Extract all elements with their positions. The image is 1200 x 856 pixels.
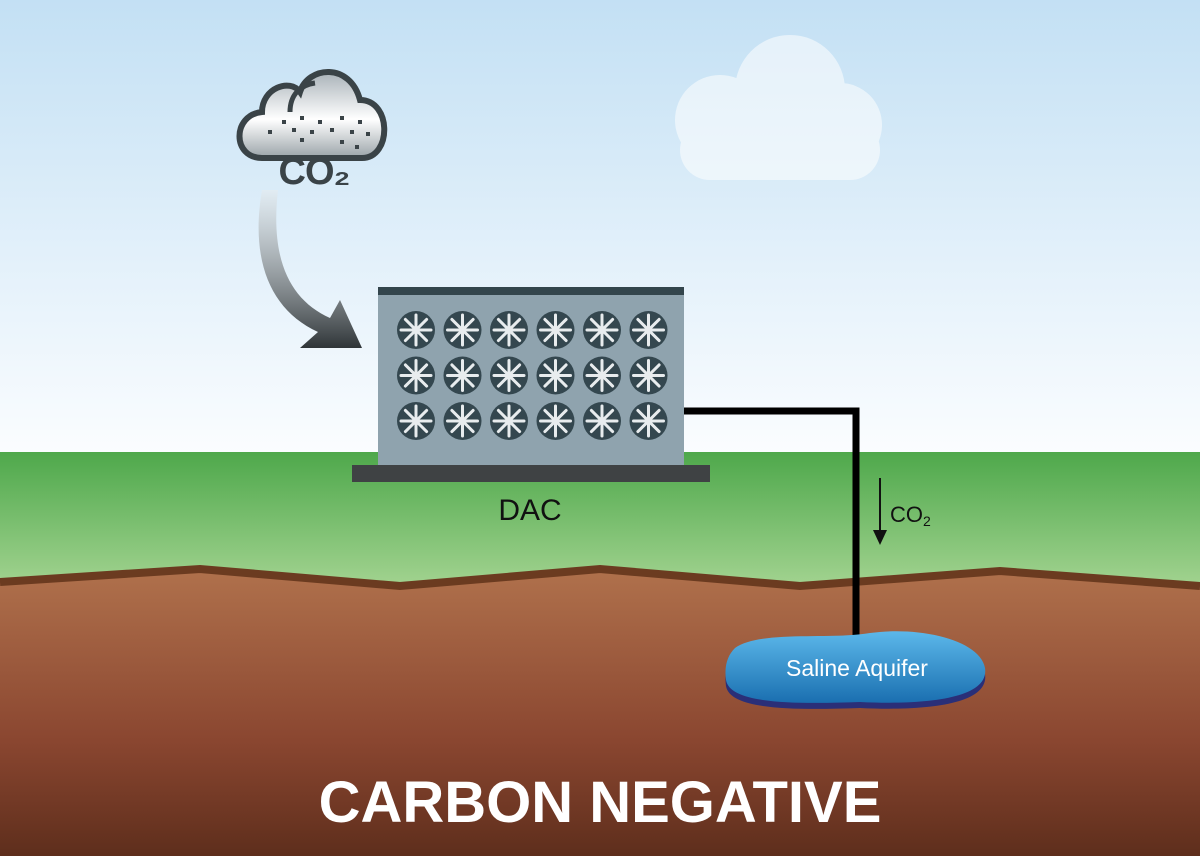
dac-unit [352, 287, 710, 482]
fan-icon [490, 311, 528, 349]
fan-icon [490, 402, 528, 440]
fan-icon [536, 356, 575, 395]
fan-icon [443, 402, 482, 440]
sky-cloud [675, 35, 882, 180]
diagram-title: CARBON NEGATIVE [319, 770, 882, 835]
fan-icon [583, 356, 621, 395]
fan-icon [583, 311, 621, 349]
fan-icon [443, 311, 482, 349]
dac-base [352, 465, 710, 482]
fan-icon [397, 356, 435, 395]
fan-icon [629, 402, 668, 440]
fan-icon [583, 402, 621, 440]
co2-cloud-icon: CO₂ [236, 69, 388, 193]
svg-text:CO₂: CO₂ [279, 151, 350, 193]
dac-label: DAC [498, 494, 561, 527]
flow-down-arrow-icon [873, 478, 887, 545]
fan-icon [443, 356, 482, 395]
capture-arrow [258, 190, 362, 348]
co2-pipe [684, 407, 860, 640]
saline-aquifer [725, 631, 986, 709]
soil-boundary [0, 564, 1200, 591]
fan-icon [536, 311, 575, 349]
flow-label: CO2 [890, 502, 931, 529]
fan-icon [397, 402, 435, 440]
fan-icon [629, 311, 668, 349]
fan-icon [490, 356, 528, 395]
aquifer-label: Saline Aquifer [786, 655, 928, 681]
fan-icon [536, 402, 575, 440]
fan-icon [397, 311, 435, 349]
fan-icon [629, 356, 668, 395]
